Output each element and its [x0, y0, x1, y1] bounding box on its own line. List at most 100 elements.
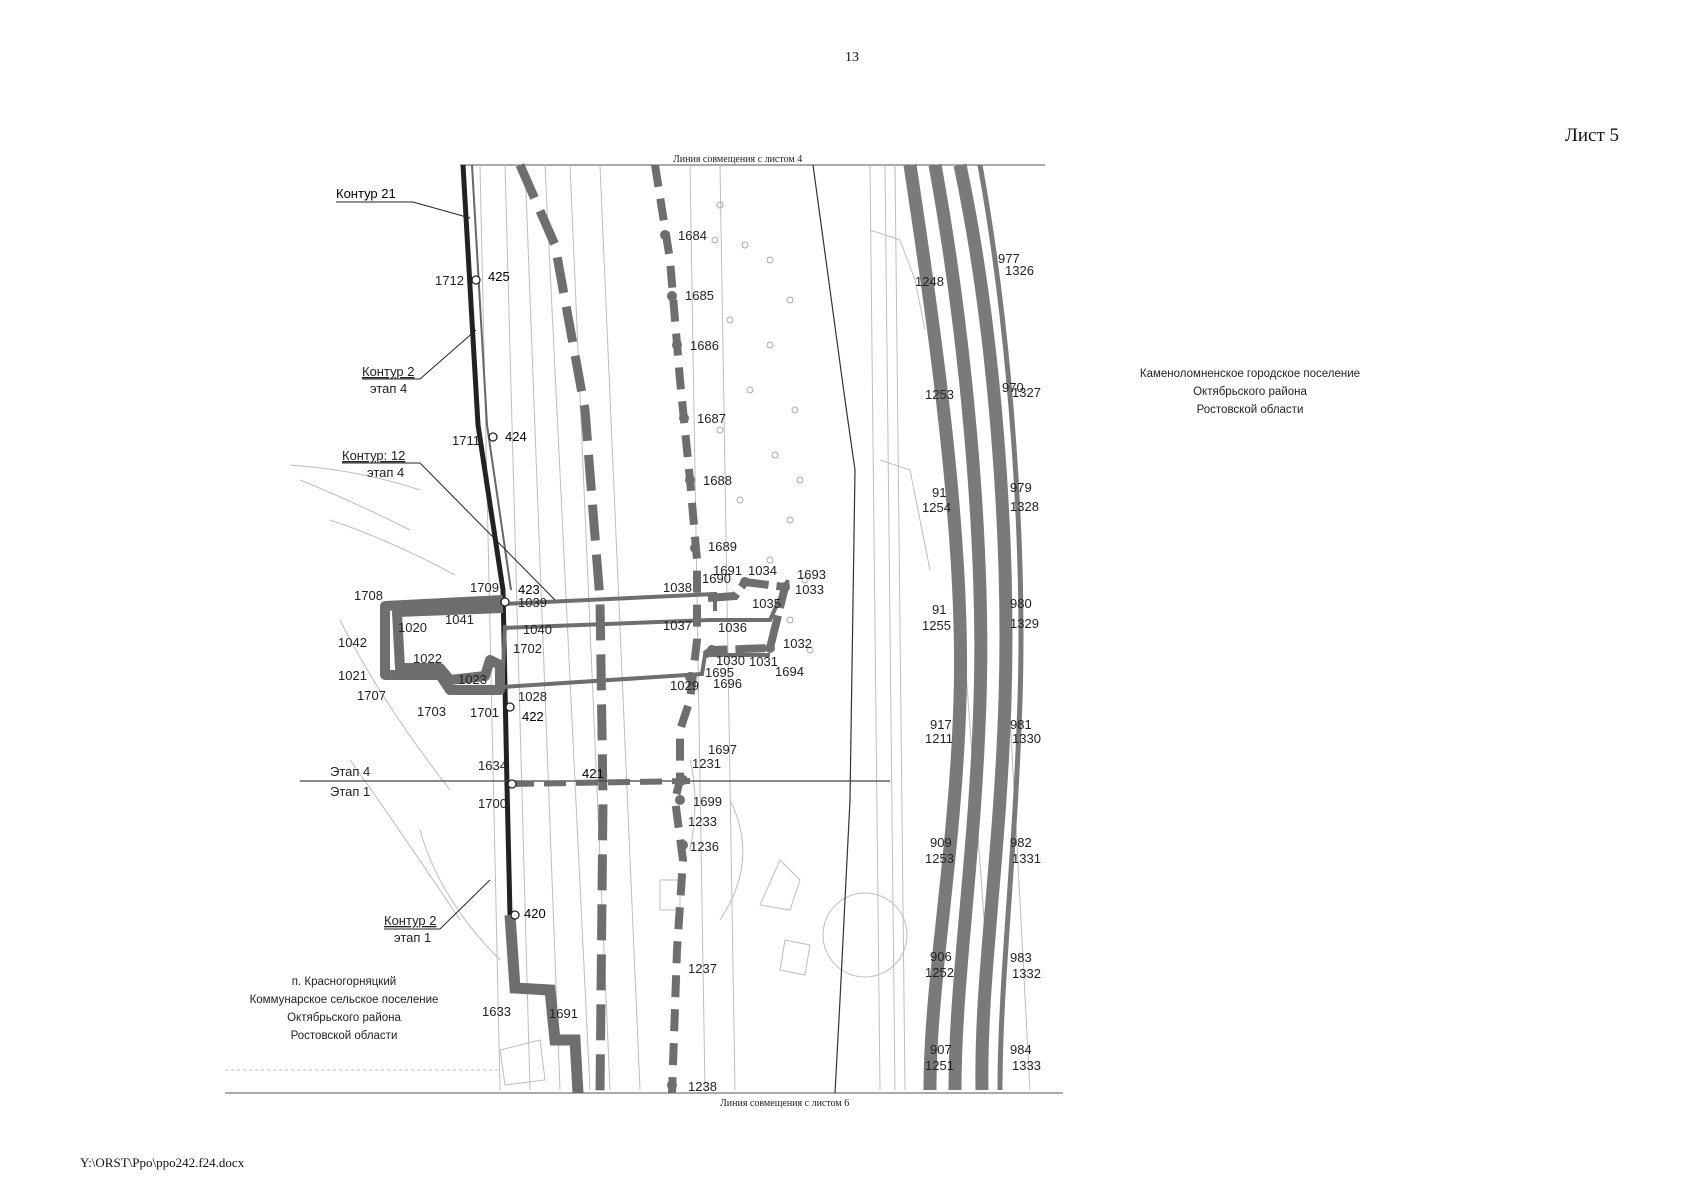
pt-1020: 1020	[398, 620, 427, 635]
page-number: 13	[845, 50, 859, 65]
contour-12-sublabel: этап 4	[367, 465, 404, 480]
pt-1032: 1032	[783, 636, 812, 651]
pt-1702: 1702	[513, 641, 542, 656]
pt-1634: 1634	[478, 758, 507, 773]
topographic-background	[225, 164, 1031, 1091]
area-left-line-4: Ростовской области	[291, 1030, 398, 1042]
pt-1326: 1326	[1005, 263, 1034, 278]
pt-1255: 1255	[922, 618, 951, 633]
pt-1685: 1685	[685, 288, 714, 303]
contour-2-stage-4-sublabel: этап 4	[370, 381, 407, 396]
pt-1253b: 1253	[925, 851, 954, 866]
pt-906: 906	[930, 949, 952, 964]
pt-1253: 1253	[925, 387, 954, 402]
pt-1040: 1040	[523, 622, 552, 637]
pt-1707: 1707	[357, 688, 386, 703]
contour-2-dashed-line	[515, 163, 608, 1094]
pt-1691b: 1691	[713, 563, 742, 578]
pt-91a: 91	[932, 485, 946, 500]
pt-1021: 1021	[338, 668, 367, 683]
stage-dashed-divider	[511, 778, 691, 787]
contour-12-label: Контур: 12	[342, 448, 405, 463]
contour-2-stage-1-label: Контур 2	[384, 913, 437, 928]
pt-1254: 1254	[922, 500, 951, 515]
pt-1251: 1251	[925, 1058, 954, 1073]
point-number-labels: 1712 1711 1709 1708 1041 1020 1039 1040 …	[338, 228, 1041, 1094]
point-425: 425	[488, 269, 510, 284]
pt-1328: 1328	[1010, 499, 1039, 514]
pt-1633: 1633	[482, 1004, 511, 1019]
point-421: 421	[582, 766, 604, 781]
pt-1038: 1038	[663, 580, 692, 595]
point-423: 423	[518, 582, 540, 597]
pt-1697: 1697	[708, 742, 737, 757]
area-right-line-2: Октябрьского района	[1193, 386, 1307, 398]
stage-4-label: Этап 4	[330, 764, 370, 779]
contour-21-boundary	[460, 164, 513, 916]
pt-1035: 1035	[752, 596, 781, 611]
pt-909: 909	[930, 835, 952, 850]
point-420: 420	[524, 906, 546, 921]
area-label-left: п. Красногорняцкий Коммунарское сельское…	[250, 976, 439, 1042]
right-polygon-vertices	[707, 577, 790, 655]
contour-12-stage-4-polygon	[380, 595, 505, 695]
pt-1694: 1694	[775, 664, 804, 679]
pt-1252: 1252	[925, 965, 954, 980]
point-424: 424	[505, 429, 527, 444]
pt-1709: 1709	[470, 580, 499, 595]
pt-1211: 1211	[925, 731, 953, 746]
area-left-line-1: п. Красногорняцкий	[292, 976, 396, 988]
pt-1029: 1029	[670, 678, 699, 693]
pt-1030: 1030	[716, 653, 745, 668]
bottom-alignment-caption: Линия совмещения с листом 6	[720, 1098, 849, 1109]
area-right-line-3: Ростовской области	[1197, 404, 1304, 416]
pt-1037: 1037	[663, 618, 692, 633]
pt-977: 977	[998, 251, 1020, 266]
pt-984: 984	[1010, 1042, 1032, 1057]
sheet-label: Лист 5	[1565, 125, 1620, 146]
pt-1238: 1238	[688, 1079, 717, 1094]
pt-1699: 1699	[693, 794, 722, 809]
label-leaders	[336, 201, 556, 930]
pt-980: 980	[1010, 596, 1032, 611]
pt-1687: 1687	[697, 411, 726, 426]
area-left-line-2: Коммунарское сельское поселение	[250, 994, 439, 1006]
top-alignment-caption: Линия совмещения с листом 4	[673, 154, 802, 165]
pt-1028: 1028	[518, 689, 547, 704]
pt-1332: 1332	[1012, 966, 1041, 981]
pt-91b: 91	[932, 602, 946, 617]
pt-1023: 1023	[458, 672, 487, 687]
settlement-border-thin	[812, 164, 856, 1094]
pt-1689: 1689	[708, 539, 737, 554]
pt-1237: 1237	[688, 961, 717, 976]
pt-1330: 1330	[1012, 731, 1041, 746]
pt-1712: 1712	[435, 273, 464, 288]
boundary-point-markers	[471, 275, 520, 920]
pt-981: 981	[1010, 717, 1032, 732]
pt-1041: 1041	[445, 612, 474, 627]
tree-symbols	[711, 201, 814, 654]
area-left-line-3: Октябрьского района	[287, 1012, 401, 1024]
pt-983: 983	[1010, 950, 1032, 965]
pt-1022: 1022	[413, 651, 442, 666]
pt-1686: 1686	[690, 338, 719, 353]
pt-917: 917	[930, 717, 952, 732]
boundary-point-labels: 425 424 423 422 421 420	[488, 269, 604, 921]
pt-1693: 1693	[797, 567, 826, 582]
pt-1696: 1696	[713, 676, 742, 691]
pt-1701: 1701	[470, 705, 499, 720]
contour-12-vertices	[660, 230, 700, 1090]
contour-2-stage-1-sublabel: этап 1	[394, 930, 431, 945]
pt-1711: 1711	[452, 433, 480, 448]
pt-1233: 1233	[688, 814, 717, 829]
pt-970: 970	[1002, 380, 1024, 395]
pt-1688: 1688	[703, 473, 732, 488]
pt-1231: 1231	[692, 756, 721, 771]
pt-907: 907	[930, 1042, 952, 1057]
pt-1327: 1327	[1012, 385, 1041, 400]
pt-1329: 1329	[1010, 616, 1039, 631]
pt-1036: 1036	[718, 620, 747, 635]
pt-1031: 1031	[749, 654, 778, 669]
contour-21-label: Контур 21	[336, 186, 396, 201]
